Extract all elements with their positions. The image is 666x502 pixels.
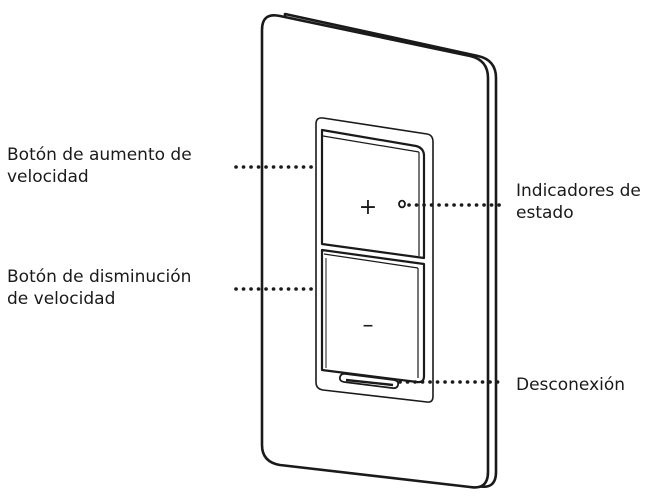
label-decrease-button: Botón de disminución de velocidad [7, 267, 192, 309]
status-led-icon [398, 199, 406, 209]
plus-symbol: + [359, 195, 377, 220]
decrease-button[interactable] [320, 248, 426, 384]
minus-symbol: – [363, 313, 374, 338]
disconnect-switch[interactable] [338, 372, 400, 390]
label-status-indicators: Indicadores de estado [516, 181, 641, 223]
label-increase-button: Botón de aumento de velocidad [7, 145, 192, 187]
leader-lines [234, 165, 506, 384]
label-disconnect: Desconexión [516, 375, 626, 395]
increase-button[interactable] [320, 128, 426, 260]
